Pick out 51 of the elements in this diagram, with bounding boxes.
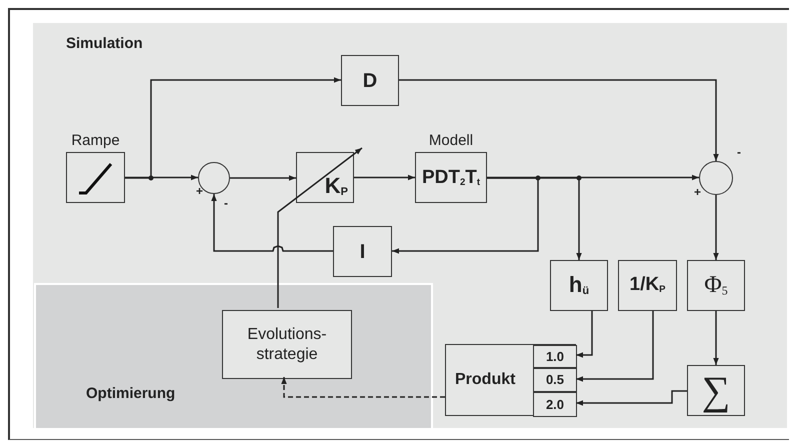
optimization-panel bbox=[34, 283, 433, 430]
section-title: Simulation bbox=[66, 35, 143, 52]
sign-label: - bbox=[224, 196, 228, 210]
section-title: Optimierung bbox=[86, 385, 176, 402]
arrow bbox=[487, 174, 699, 180]
block-symbol: K$_{P}$ bbox=[324, 172, 348, 199]
sum-block bbox=[687, 365, 745, 416]
process-box bbox=[222, 310, 352, 379]
sign-label: + bbox=[196, 184, 204, 198]
block bbox=[550, 260, 608, 311]
arrow bbox=[125, 174, 198, 180]
block-symbol: 1/K$_{P}$ bbox=[630, 274, 666, 297]
arrow bbox=[277, 147, 362, 308]
arrow bbox=[713, 195, 719, 260]
integrator-block bbox=[333, 226, 392, 277]
arrow bbox=[576, 390, 687, 406]
block-symbol: 2.0 bbox=[546, 396, 564, 412]
block-symbol: 0.5 bbox=[546, 372, 564, 388]
block-heading: Rampe bbox=[70, 132, 121, 149]
arrow bbox=[576, 311, 593, 358]
arrow bbox=[713, 311, 719, 365]
block-symbol: Φ$_{5}$ bbox=[704, 271, 728, 300]
weight-cell bbox=[533, 392, 577, 417]
sign-label: + bbox=[694, 185, 702, 199]
arrow bbox=[399, 79, 719, 161]
block bbox=[341, 55, 399, 106]
arrow bbox=[211, 194, 333, 252]
arrow bbox=[354, 174, 415, 180]
block bbox=[687, 260, 745, 311]
arrow bbox=[576, 311, 654, 382]
arrow bbox=[487, 177, 582, 260]
summing-junction bbox=[699, 161, 733, 195]
gain-block bbox=[296, 152, 354, 203]
sign-label: - bbox=[737, 145, 741, 159]
block-symbol: 1.0 bbox=[546, 348, 564, 364]
summing-junction bbox=[198, 162, 230, 194]
weight-cell bbox=[533, 368, 577, 392]
transfer-function: PDT$_{2}$T$_{t}$ bbox=[422, 166, 480, 188]
block bbox=[618, 260, 677, 311]
arrow bbox=[230, 175, 296, 181]
block-heading: Modell bbox=[428, 132, 474, 149]
block-symbol: ∑ bbox=[702, 366, 730, 414]
block-symbol: D bbox=[362, 68, 378, 92]
block-symbol: h$_{ü}$ bbox=[568, 272, 590, 299]
dashed-arrow bbox=[281, 377, 445, 398]
block-symbol: I bbox=[360, 240, 366, 264]
block-symbol: Produkt bbox=[455, 370, 516, 390]
product-box bbox=[445, 344, 576, 416]
weight-cell bbox=[533, 345, 577, 368]
block-label: Evolutions- strategie bbox=[246, 325, 328, 364]
arrow bbox=[125, 77, 341, 179]
